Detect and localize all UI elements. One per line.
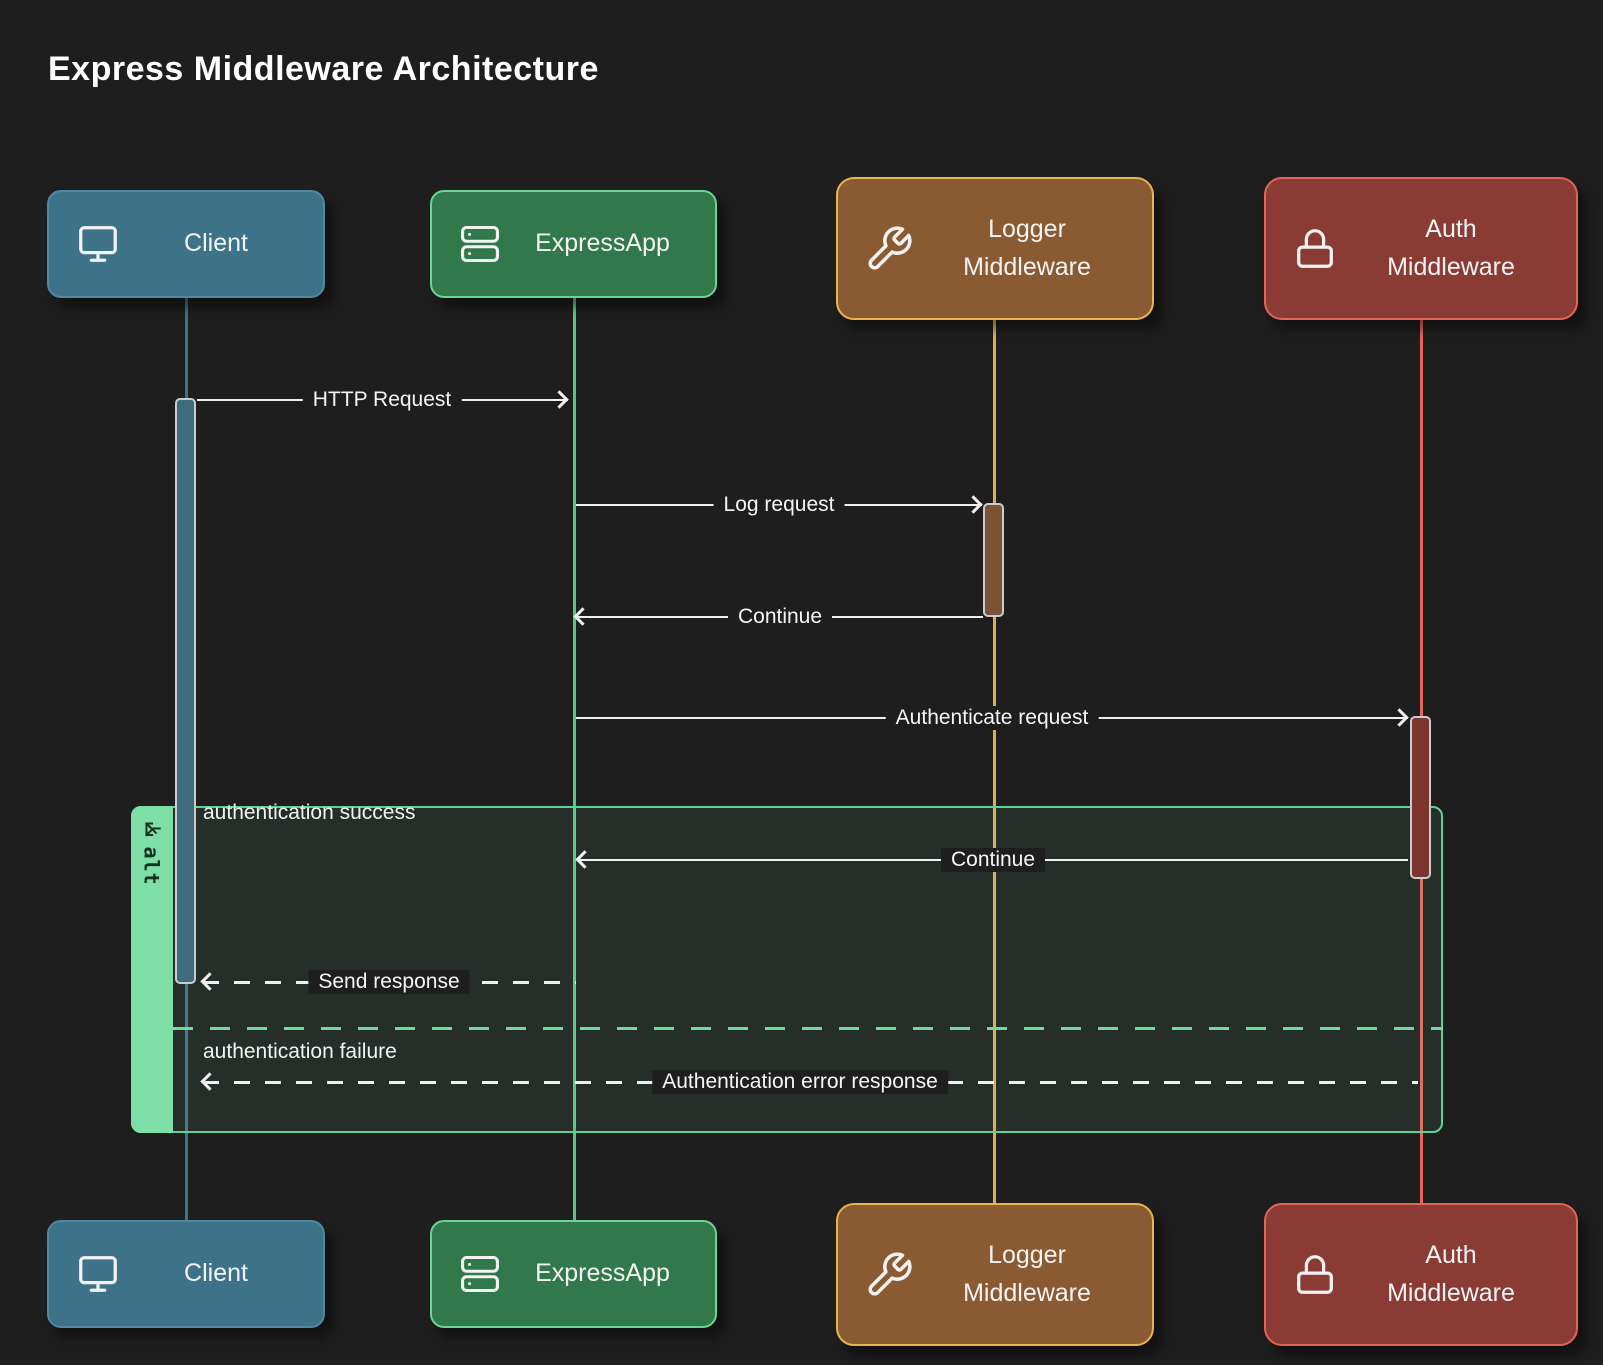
message-label-authenticate-request: Authenticate request (885, 706, 1099, 730)
alt-section-label-failure: authentication failure (203, 1040, 397, 1063)
lock-icon (1292, 1252, 1338, 1298)
activation-logger (983, 503, 1004, 617)
actor-box-client-top: Client (47, 190, 325, 298)
message-label-send-response: Send response (308, 970, 470, 994)
actor-label-client: Client (184, 1259, 248, 1288)
actor-box-auth-bottom: Auth Middleware (1264, 1203, 1578, 1346)
activation-auth (1410, 716, 1431, 879)
lock-icon (1292, 226, 1338, 272)
actor-label-auth: Auth Middleware (1387, 1241, 1515, 1307)
server-icon (458, 1252, 502, 1296)
actor-box-client-bottom: Client (47, 1220, 325, 1328)
message-label-http-request: HTTP Request (302, 388, 462, 412)
arrowhead-right-icon (550, 390, 569, 409)
actor-label-client: Client (184, 229, 248, 258)
lifeline-expressapp (573, 298, 576, 1220)
actor-label-expressapp: ExpressApp (535, 229, 670, 258)
monitor-icon (75, 1251, 121, 1297)
actor-box-expressapp-top: ExpressApp (430, 190, 717, 298)
monitor-icon (75, 221, 121, 267)
alt-section-label-success: authentication success (203, 801, 416, 824)
activation-client (175, 398, 196, 984)
branch-arrows-icon (145, 822, 161, 837)
actor-box-logger-bottom: Logger Middleware (836, 1203, 1154, 1346)
wrench-icon (864, 1250, 914, 1300)
message-label-continue-logger: Continue (727, 605, 833, 629)
actor-label-auth: Auth Middleware (1387, 215, 1515, 281)
actor-box-expressapp-bottom: ExpressApp (430, 1220, 717, 1328)
actor-box-auth-top: Auth Middleware (1264, 177, 1578, 320)
actor-label-expressapp: ExpressApp (535, 1259, 670, 1288)
message-label-continue-auth: Continue (940, 848, 1046, 872)
arrowhead-right-icon (964, 495, 983, 514)
alt-fragment-label: alt (140, 846, 164, 886)
server-icon (458, 222, 502, 266)
alt-fragment-strip: alt (131, 806, 173, 1133)
actor-label-logger: Logger Middleware (963, 215, 1091, 281)
arrowhead-left-icon (573, 607, 592, 626)
actor-box-logger-top: Logger Middleware (836, 177, 1154, 320)
message-label-log-request: Log request (713, 493, 845, 517)
message-label-auth-error-response: Authentication error response (652, 1070, 948, 1094)
wrench-icon (864, 224, 914, 274)
arrowhead-right-icon (1390, 708, 1409, 727)
diagram-title: Express Middleware Architecture (48, 50, 599, 88)
alt-section-divider (173, 1027, 1443, 1030)
actor-label-logger: Logger Middleware (963, 1241, 1091, 1307)
lifeline-logger (993, 320, 996, 1203)
